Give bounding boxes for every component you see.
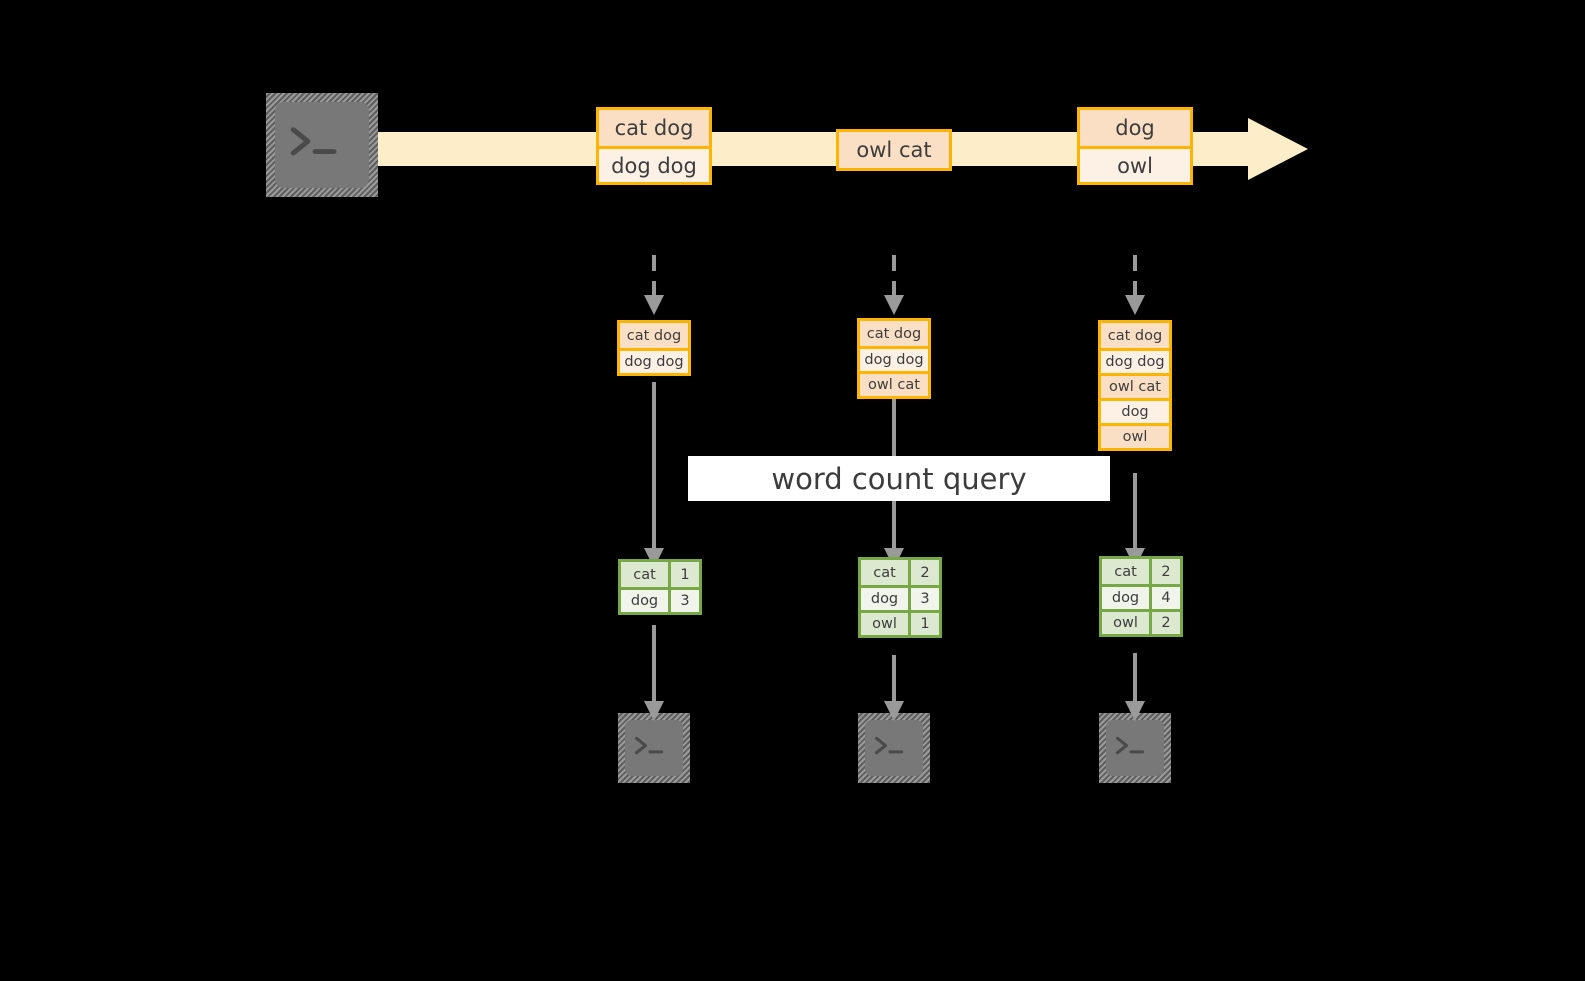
sink-arrow-3 — [1121, 653, 1149, 727]
result-word: cat — [1102, 559, 1149, 584]
result-count: 1 — [668, 562, 699, 587]
table-row: owl 1 — [861, 610, 939, 635]
terminal-body — [275, 102, 369, 188]
snapshot-3-input-line-4: dog — [1101, 398, 1169, 423]
snapshot-2-input-line-3: owl cat — [860, 371, 928, 396]
snapshot-1-sink-terminal-icon[interactable] — [618, 713, 690, 783]
result-word: dog — [861, 588, 908, 610]
snapshot-1-input-line-1: cat dog — [620, 323, 688, 348]
result-count: 2 — [908, 560, 939, 585]
snapshot-3-input-line-1: cat dog — [1101, 323, 1169, 348]
terminal-body — [865, 720, 923, 776]
table-row: dog 3 — [621, 587, 699, 612]
result-word: dog — [1102, 587, 1149, 609]
snapshot-1-result-table: cat 1 dog 3 — [618, 559, 702, 615]
result-word: owl — [861, 613, 908, 635]
result-count: 1 — [908, 613, 939, 635]
tap-arrow-2 — [880, 255, 908, 321]
terminal-prompt-icon — [634, 737, 664, 755]
terminal-body — [625, 720, 683, 776]
stream-record-3: dog owl — [1077, 107, 1193, 185]
snapshot-2-input-line-2: dog dog — [860, 346, 928, 371]
stream-record-3-line-1: dog — [1080, 110, 1190, 146]
snapshot-3-input-line-3: owl cat — [1101, 373, 1169, 398]
snapshot-3-sink-terminal-icon[interactable] — [1099, 713, 1171, 783]
stream-record-3-line-2: owl — [1080, 146, 1190, 182]
sink-arrow-2 — [880, 655, 908, 727]
result-word: cat — [861, 560, 908, 585]
result-word: dog — [621, 590, 668, 612]
source-terminal-icon[interactable] — [266, 93, 378, 197]
stream-record-1-line-2: dog dog — [599, 146, 709, 182]
table-row: cat 1 — [621, 562, 699, 587]
snapshot-2-input-line-1: cat dog — [860, 321, 928, 346]
result-count: 2 — [1149, 612, 1180, 634]
result-word: owl — [1102, 612, 1149, 634]
table-row: cat 2 — [1102, 559, 1180, 584]
terminal-prompt-icon — [874, 737, 904, 755]
terminal-prompt-icon — [291, 127, 337, 156]
terminal-body — [1106, 720, 1164, 776]
result-count: 4 — [1149, 587, 1180, 609]
snapshot-2-result-table: cat 2 dog 3 owl 1 — [858, 557, 942, 638]
snapshot-1-input: cat dog dog dog — [617, 320, 691, 376]
sink-arrow-1 — [640, 625, 668, 727]
table-row: dog 3 — [861, 585, 939, 610]
terminal-prompt-icon — [1115, 737, 1145, 755]
stream-record-2-line-1: owl cat — [839, 132, 949, 168]
table-row: dog 4 — [1102, 584, 1180, 609]
snapshot-3-input-line-2: dog dog — [1101, 348, 1169, 373]
tap-arrow-3 — [1121, 255, 1149, 321]
snapshot-1-input-line-2: dog dog — [620, 348, 688, 373]
result-count: 2 — [1149, 559, 1180, 584]
result-word: cat — [621, 562, 668, 587]
result-count: 3 — [668, 590, 699, 612]
table-row: owl 2 — [1102, 609, 1180, 634]
stream-record-1-line-1: cat dog — [599, 110, 709, 146]
query-banner: word count query — [688, 456, 1110, 501]
query-banner-label: word count query — [771, 461, 1027, 496]
snapshot-3-input-line-5: owl — [1101, 423, 1169, 448]
stream-record-1: cat dog dog dog — [596, 107, 712, 185]
query-arrow-1 — [640, 382, 668, 574]
snapshot-3-result-table: cat 2 dog 4 owl 2 — [1099, 556, 1183, 637]
result-count: 3 — [908, 588, 939, 610]
snapshot-2-sink-terminal-icon[interactable] — [858, 713, 930, 783]
snapshot-3-input: cat dog dog dog owl cat dog owl — [1098, 320, 1172, 451]
stream-record-2: owl cat — [836, 129, 952, 171]
table-row: cat 2 — [861, 560, 939, 585]
snapshot-2-input: cat dog dog dog owl cat — [857, 318, 931, 399]
tap-arrow-1 — [640, 255, 668, 321]
